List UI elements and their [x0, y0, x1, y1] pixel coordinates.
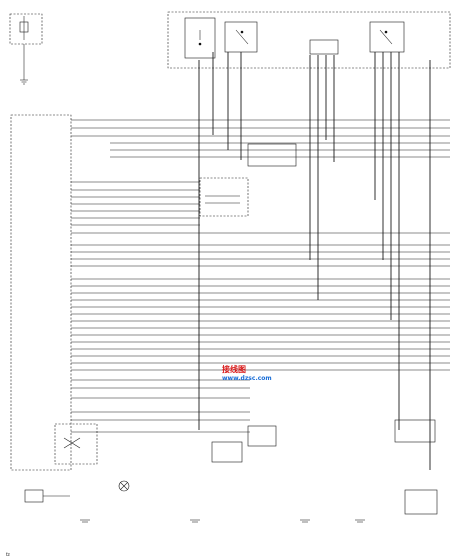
watermark-logo: 接线图 www.dzsc.com [222, 364, 272, 382]
page-code: f2 [6, 552, 10, 557]
horizontal-wires [71, 119, 450, 433]
center-blocks [199, 143, 297, 217]
svg-text:www.dzsc.com: www.dzsc.com [222, 375, 272, 382]
engine-compartment-fuse-box [167, 11, 451, 69]
hot-in-run-fuse-block [9, 13, 43, 70]
svg-text:接线图: 接线图 [222, 364, 246, 374]
vertical-trunk-wires [198, 52, 431, 470]
ground-rail [20, 70, 28, 85]
bottom-components [24, 419, 438, 523]
powertrain-control-module [10, 114, 72, 471]
